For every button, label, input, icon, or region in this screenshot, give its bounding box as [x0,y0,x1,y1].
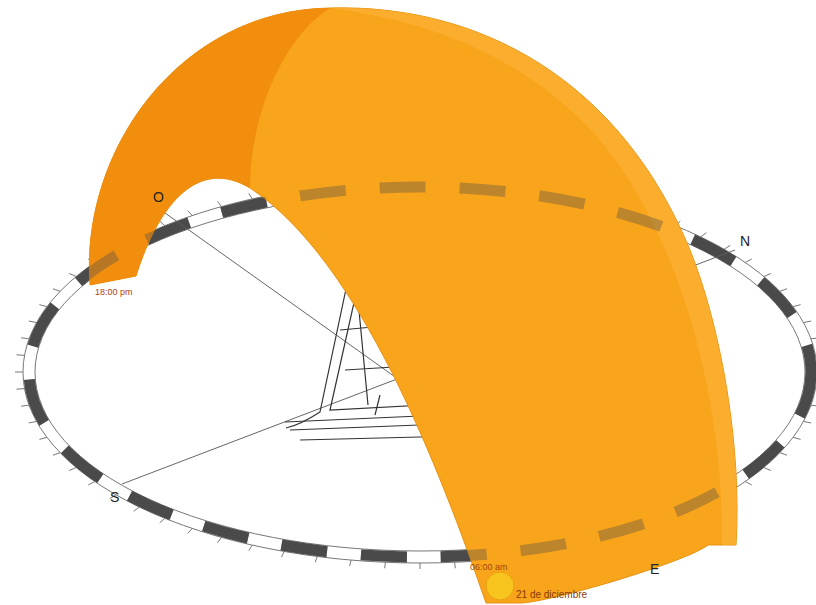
time-label: 18:00 pm [95,288,133,297]
ring-tick [249,193,252,198]
sun-path-band [89,8,737,603]
time-label: 06:00 am [470,563,508,572]
ring-tick [29,421,37,423]
ring-tick [17,388,25,390]
ring-tick [803,321,811,323]
ring-tick [39,305,47,307]
ring-tick [815,354,816,356]
ring-tick [29,321,37,323]
ring-tick [350,560,351,566]
ring-tick [811,405,816,406]
ring-tick [745,259,752,262]
ring-tick [21,405,29,406]
ring-tick [815,388,816,390]
compass-letter: E [650,562,659,576]
ring-tick [69,274,76,277]
ring-tick [249,545,252,550]
ring-tick [21,338,29,339]
sun-path-highlight [330,8,737,545]
ring-tick [780,453,787,456]
ring-through-band [29,187,811,557]
ring-tick [384,562,386,568]
ring-tick [811,338,816,339]
ring-tick [315,556,317,562]
ring-tick [745,482,752,485]
ring-tick [764,274,771,277]
ring-tick [724,245,730,249]
ring-tick [218,537,222,542]
ring-tick [701,233,707,237]
compass-letter: S [110,490,119,504]
ring-tick [39,437,47,439]
ring-tick [53,453,60,456]
ring-tick [803,421,811,423]
ring-tick [160,221,165,226]
compass-letter: O [153,190,164,204]
date-label: 21 de diciembre [516,590,587,600]
ring-tick [188,211,193,216]
ring-tick [218,201,222,206]
ring-tick [188,528,193,533]
ring-tick [15,372,23,373]
ring-tick [53,289,60,292]
sun-symbol [486,572,514,600]
ring-tick [764,468,771,471]
ring-tick [420,563,421,569]
ring-tick [160,518,165,523]
ring-tick [780,289,787,292]
ring-tick [454,562,456,568]
ring-tick [281,551,284,557]
ring-tick [17,354,25,356]
compass-letter: N [740,234,750,248]
ring-tick [88,482,95,485]
ring-tick [134,507,140,511]
ring-tick [793,437,801,439]
sun-path-shade [89,8,330,285]
ring-tick [69,468,76,471]
ring-tick [793,305,801,307]
